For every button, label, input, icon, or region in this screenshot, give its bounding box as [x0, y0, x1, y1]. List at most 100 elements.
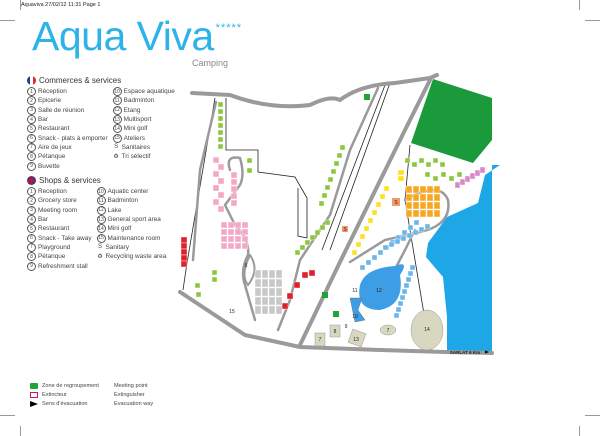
red-pitch — [308, 269, 316, 277]
legend-label: Etang — [123, 106, 141, 114]
river — [426, 165, 500, 351]
blue-pitch — [405, 276, 412, 283]
yellow-pitch — [351, 249, 358, 256]
pink-pitch — [220, 228, 228, 236]
green-pitch — [246, 167, 253, 174]
magenta-pitch — [469, 172, 476, 180]
label-playground: 7 — [387, 328, 390, 334]
green-pitch — [339, 144, 346, 151]
print-header: Aquaviva 27/02/12 11:31 Page 1 — [21, 2, 101, 8]
arrow-icon — [30, 400, 38, 407]
meeting-points — [322, 94, 370, 317]
meeting-point-icon — [322, 292, 328, 298]
road-main — [298, 78, 432, 347]
grey-pitch — [261, 296, 269, 306]
red-pitch — [293, 281, 301, 289]
number-badge: 14 — [96, 224, 106, 234]
orange-pitch — [412, 185, 420, 194]
yellow-pitch — [363, 225, 370, 232]
number-badge: 3 — [27, 205, 36, 215]
yellow-pitch — [397, 175, 405, 182]
pink-pitch — [227, 242, 235, 250]
number-badge: 6 — [27, 133, 36, 143]
number-badge: 12 — [96, 205, 106, 215]
green-pitch — [440, 171, 447, 178]
magenta-pitch — [454, 181, 461, 189]
arrow-icon — [485, 350, 489, 354]
number-badge: 2 — [27, 96, 36, 106]
road-bottom — [178, 290, 494, 355]
legend-label: Aquatic center — [107, 188, 149, 196]
magenta-pitch — [459, 178, 466, 186]
green-pitch — [411, 161, 418, 168]
pink-pitch — [241, 228, 249, 236]
orange-pitch — [405, 193, 413, 202]
blue-pitch — [407, 224, 414, 231]
petanque-area — [329, 324, 341, 338]
green-pitch — [294, 249, 301, 256]
orange-pitch — [426, 201, 434, 210]
legend-label: Sanitaires — [121, 143, 151, 151]
label-badminton: 11 — [352, 288, 357, 294]
legend-label: Ateliers — [123, 134, 145, 142]
legend-item: ♻Recycling waste area — [97, 252, 166, 261]
legend-heading: Commerces & services — [39, 76, 122, 85]
magenta-pitch — [479, 166, 486, 174]
legend-label: Salle de réunion — [38, 106, 85, 114]
legend-label: Grocery store — [38, 197, 77, 205]
grey-pitch — [275, 278, 283, 288]
grey-pitch — [261, 305, 269, 315]
grey-pitch — [254, 296, 262, 306]
orange-pitch — [433, 185, 441, 194]
yellow-pitch — [379, 193, 386, 200]
green-pitch — [211, 269, 218, 276]
label-petanque: 8 — [334, 329, 337, 335]
green-pitch — [217, 129, 224, 136]
sanitary-building — [392, 198, 400, 206]
orange-pitch — [412, 193, 420, 202]
yellow-pitch — [355, 241, 362, 248]
red-pitch — [180, 248, 188, 256]
number-badge: 11 — [96, 196, 106, 206]
number-badge: 6 — [27, 233, 36, 243]
legend-label: Espace aquatique — [123, 88, 175, 96]
magenta-pitch — [474, 169, 481, 177]
green-pitch — [324, 184, 331, 191]
number-badge: 1 — [27, 87, 36, 97]
blue-pitch — [394, 238, 401, 245]
green-pitch — [217, 143, 224, 150]
legend-label: Epicerie — [38, 97, 62, 105]
blue-pitch — [409, 264, 416, 271]
orange-pitch — [405, 201, 413, 210]
legend-label: Réception — [38, 88, 67, 96]
pink-pitch — [230, 178, 238, 186]
green-pitch — [299, 244, 306, 251]
exit-sign: SARLAT 6 Km — [450, 350, 480, 355]
green-pitch — [333, 160, 340, 167]
blue-pitch — [359, 264, 366, 271]
green-pitch — [418, 157, 425, 164]
meeting-point-icon — [30, 382, 38, 389]
pink-pitch — [230, 199, 238, 207]
green-pitch — [321, 192, 328, 199]
orange-pitch — [405, 185, 413, 194]
number-badge: 4 — [27, 215, 36, 225]
yellow-pitch — [397, 169, 405, 176]
sanitary-building — [342, 226, 348, 232]
orange-pitch — [433, 193, 441, 202]
green-pitch — [304, 239, 311, 246]
legend-label: Buvette — [38, 162, 60, 170]
